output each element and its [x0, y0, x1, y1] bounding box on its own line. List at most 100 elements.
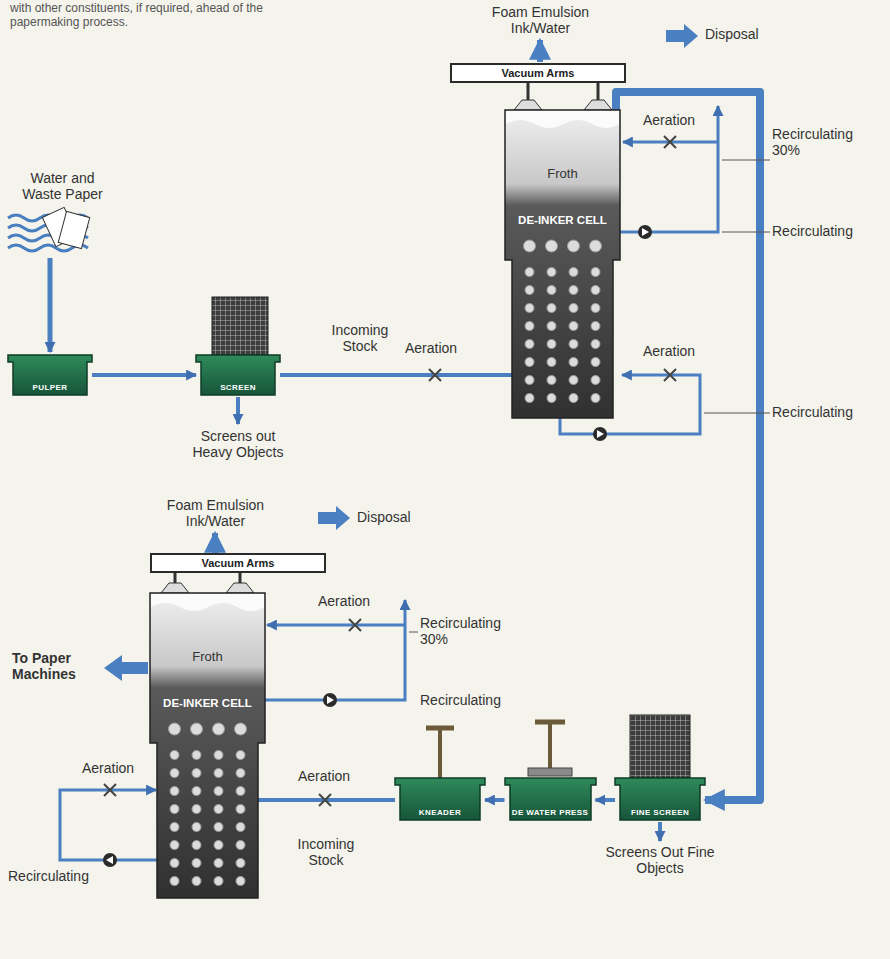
vacuum-cup: [584, 100, 612, 110]
press-plate: [528, 768, 572, 776]
froth-surface: [506, 111, 619, 128]
air-bubble: [170, 751, 179, 760]
air-bubble: [547, 376, 556, 385]
text-label: Disposal: [705, 26, 785, 42]
air-bubble: [547, 286, 556, 295]
pump: [323, 693, 337, 707]
text-label: Screens Out Fine Objects: [605, 844, 715, 876]
text-label: Foam Emulsion Ink/Water: [153, 497, 278, 529]
air-bubble: [524, 240, 536, 252]
recirc-pipe: [620, 106, 718, 232]
air-bubble: [569, 340, 578, 349]
air-bubble: [192, 823, 201, 832]
air-bubble: [170, 805, 179, 814]
air-bubble: [547, 358, 556, 367]
air-bubble: [235, 723, 247, 735]
stock-pipe: [92, 373, 196, 377]
aeration-valve: [664, 136, 676, 148]
vacuum-cup: [161, 583, 189, 593]
air-bubble: [214, 877, 223, 886]
vacuum-arms-bar: Vacuum Arms: [450, 63, 626, 83]
pump-arrow: [327, 696, 334, 704]
stock-pipe: [280, 373, 512, 377]
machine-trough: [615, 778, 705, 820]
air-bubble: [547, 268, 556, 277]
air-bubble: [214, 823, 223, 832]
air-bubble: [525, 322, 534, 331]
air-bubble: [525, 358, 534, 367]
edge-label: Incoming Stock: [288, 836, 364, 868]
air-bubble: [525, 268, 534, 277]
air-bubble: [236, 877, 245, 886]
foam-arrow: [537, 40, 543, 62]
text-label: Recirculating: [420, 692, 530, 708]
text-label: Aeration: [298, 768, 360, 784]
air-bubble: [192, 859, 201, 868]
vacuum-cup: [226, 583, 254, 593]
air-bubble: [192, 877, 201, 886]
froth-label: Froth: [547, 166, 577, 181]
text-label: Aeration: [405, 340, 467, 356]
vacuum-cup: [514, 100, 542, 110]
foam-arrow: [212, 533, 218, 553]
recirc-pipe: [267, 624, 405, 627]
air-bubble: [569, 268, 578, 277]
pump-body: [103, 853, 117, 867]
stock-pipe: [485, 798, 505, 802]
text-label: To Paper Machines: [12, 650, 100, 682]
air-bubble: [192, 841, 201, 850]
cell-name: DE-INKER CELL: [518, 214, 607, 226]
air-bubble: [547, 394, 556, 403]
kneader-handle: [426, 726, 454, 731]
pump-arrow: [597, 430, 604, 438]
air-bubble: [525, 286, 534, 295]
air-bubble: [214, 769, 223, 778]
air-bubble: [170, 877, 179, 886]
vacuum-stem: [597, 83, 600, 100]
air-bubble: [591, 376, 600, 385]
air-bubble: [191, 723, 203, 735]
cell-name: DE-INKER CELL: [163, 697, 252, 709]
pump: [638, 225, 652, 239]
air-bubble: [568, 240, 580, 252]
vacuum-stem: [527, 83, 530, 100]
de-inker-cell: FrothDE-INKER CELL: [150, 593, 265, 898]
air-bubble: [547, 340, 556, 349]
air-bubble: [569, 376, 578, 385]
air-bubble: [170, 787, 179, 796]
text-label: Recirculating 30%: [772, 126, 877, 158]
node-label: Vacuum Arms: [202, 557, 275, 569]
pump-body: [638, 225, 652, 239]
air-bubble: [591, 394, 600, 403]
air-bubble: [170, 841, 179, 850]
air-bubble: [236, 751, 245, 760]
air-bubble: [213, 723, 225, 735]
air-bubble: [236, 859, 245, 868]
process-machine: KNEADER: [395, 778, 485, 820]
node-label: KNEADER: [419, 808, 461, 817]
cell-outline: [150, 593, 265, 898]
stock-pipe: [596, 798, 616, 802]
text-label: with other constituents, if required, ah…: [10, 2, 270, 30]
node-label: DE WATER PRESS: [512, 808, 589, 817]
text-label: Aeration: [318, 593, 380, 609]
machine-trough: [196, 355, 280, 395]
text-label: Recirculating: [772, 223, 882, 239]
air-bubble: [569, 322, 578, 331]
reject-arrow: [236, 397, 240, 424]
screen-mesh: [630, 715, 690, 778]
air-bubble: [525, 304, 534, 313]
disposal-arrow: [318, 506, 350, 530]
air-bubble: [192, 769, 201, 778]
air-bubble: [546, 240, 558, 252]
aeration-valve: [664, 369, 676, 381]
screen-mesh: [212, 297, 268, 355]
air-bubble: [591, 322, 600, 331]
air-bubble: [547, 322, 556, 331]
text-label: Aeration: [82, 760, 144, 776]
pump-arrow: [106, 856, 113, 864]
air-bubble: [569, 286, 578, 295]
pump: [103, 853, 117, 867]
disposal-arrow: [666, 24, 698, 48]
